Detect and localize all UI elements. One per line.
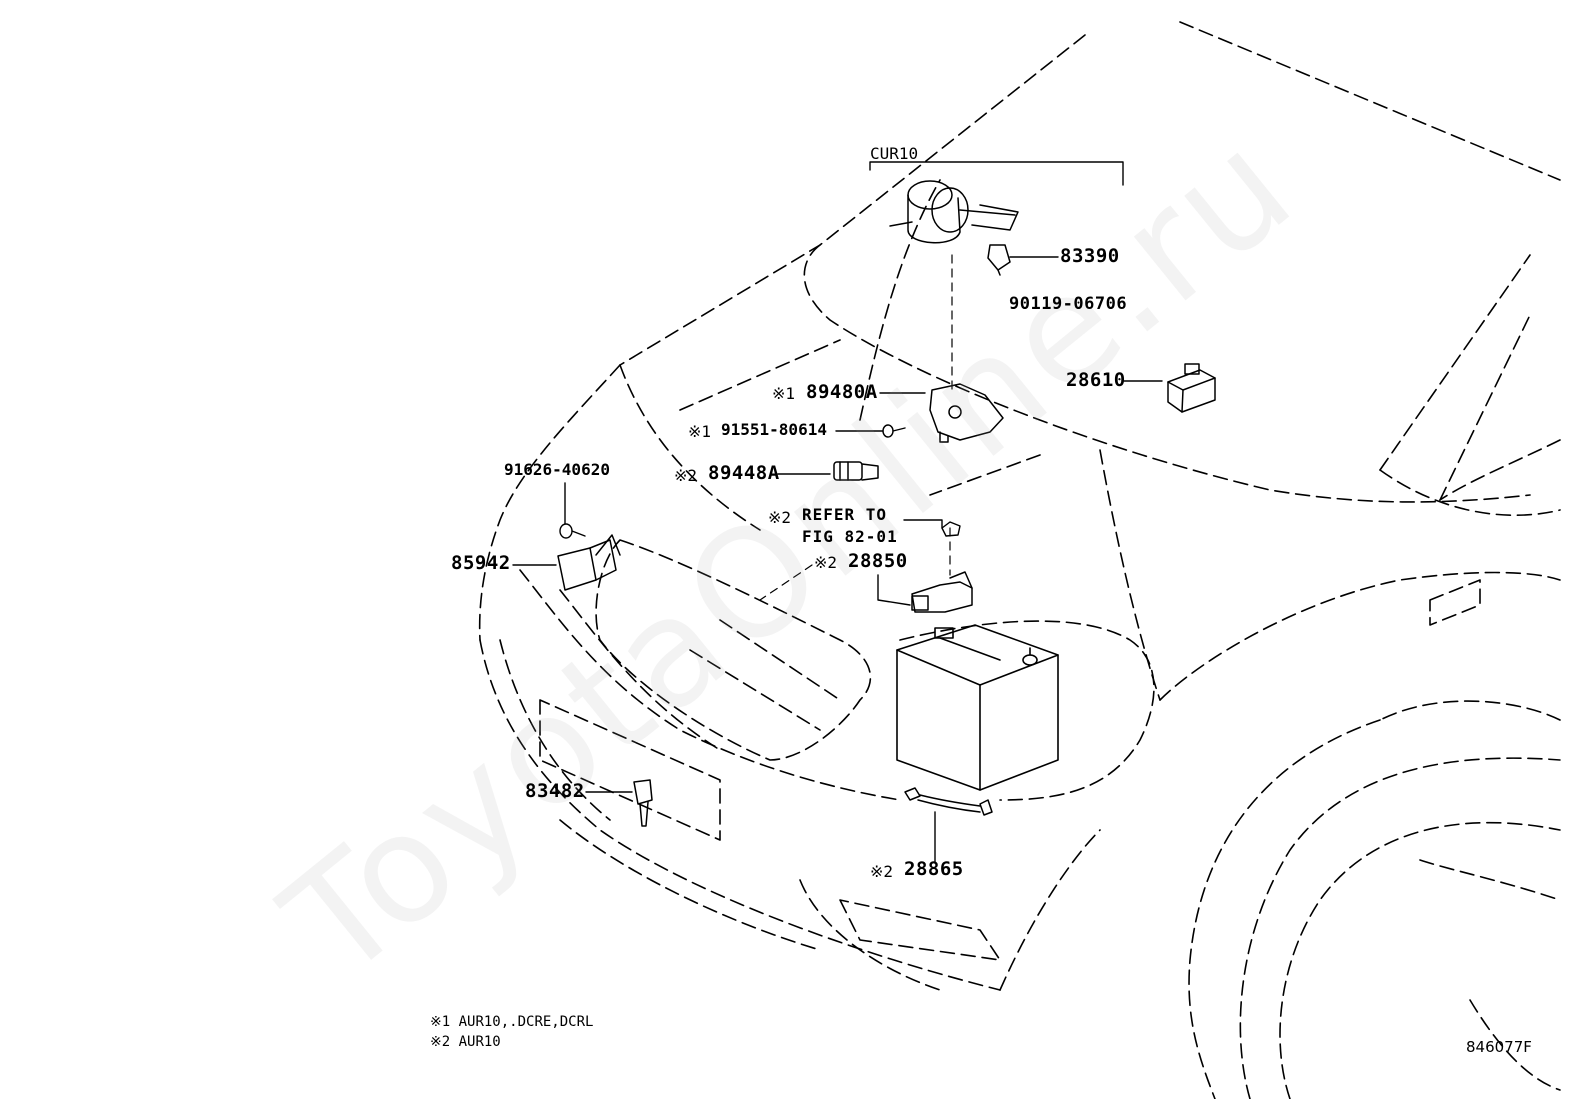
bolt-91626 [559, 523, 586, 539]
part-number-85942[interactable]: 85942 [451, 552, 511, 574]
part-number-28850[interactable]: 28850 [848, 550, 908, 572]
part-number-83482[interactable]: 83482 [525, 780, 585, 802]
part-number-91551-80614[interactable]: 91551-80614 [721, 420, 827, 439]
part-number-83390[interactable]: 83390 [1060, 245, 1120, 267]
marker-2: ※2 [814, 553, 838, 572]
sensor-83482 [633, 779, 653, 827]
part-number-89448A[interactable]: 89448A [708, 462, 780, 484]
bolt-91551 [882, 424, 906, 438]
group-label-cur10: CUR10 [870, 144, 919, 163]
part-number-28865[interactable]: 28865 [904, 858, 964, 880]
relay-28610 [1167, 363, 1216, 413]
nut-part [941, 521, 961, 537]
cable-28865 [904, 787, 993, 816]
refer-text-line1: REFER TO [802, 505, 888, 524]
marker-2: ※2 [870, 862, 894, 881]
leader-lines [512, 161, 1163, 864]
marker-2: ※2 [674, 466, 698, 485]
footnote-2: ※2 AUR10 [430, 1034, 501, 1050]
switch-89448A [833, 461, 879, 481]
figure-id: 846077F [1466, 1038, 1532, 1056]
part-number-91626-40620[interactable]: 91626-40620 [504, 460, 610, 479]
footnote-1: ※1 AUR10,.DCRE,DCRL [430, 1014, 594, 1030]
part-number-28610[interactable]: 28610 [1066, 369, 1126, 391]
sensor-83390 [987, 244, 1011, 276]
marker-1: ※1 [772, 384, 796, 403]
part-number-89480A[interactable]: 89480A [806, 381, 878, 403]
battery [896, 624, 1059, 791]
module-85942 [557, 534, 621, 591]
refer-text-line2[interactable]: FIG 82-01 [802, 527, 898, 546]
canister-part [889, 180, 1019, 244]
marker-1: ※1 [688, 422, 712, 441]
car-outline [478, 21, 1561, 1099]
sensor-28850 [911, 571, 973, 613]
part-number-90119-06706[interactable]: 90119-06706 [1009, 294, 1128, 314]
marker-2: ※2 [768, 508, 792, 527]
sensor-89480A [929, 383, 1004, 443]
